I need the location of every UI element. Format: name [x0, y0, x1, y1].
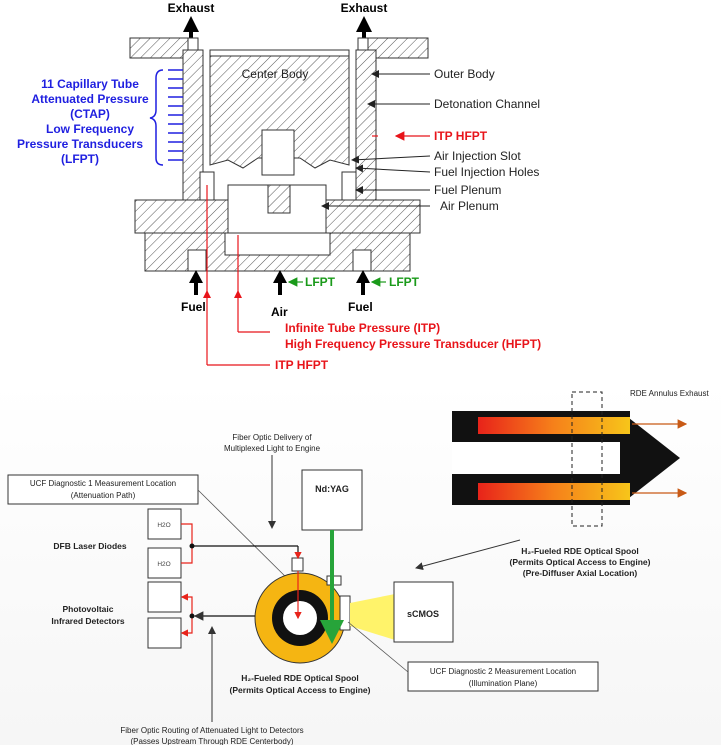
- h2o-label-1: H2O: [157, 522, 170, 529]
- itp-hfpt-bottom-label: ITP HFPT: [275, 358, 329, 372]
- ctap-label-3: (CTAP): [70, 107, 110, 121]
- ucf2-label-2: (Illumination Plane): [469, 679, 538, 688]
- spool-right-label-2: (Permits Optical Access to Engine): [510, 557, 651, 567]
- right-leaders: [321, 70, 431, 210]
- spool-bottom-label-1: H₂-Fueled RDE Optical Spool: [241, 673, 359, 683]
- center-body-label: Center Body: [242, 67, 309, 81]
- itp-label-2: High Frequency Pressure Transducer (HFPT…: [285, 337, 541, 351]
- ucf-diag2-callout: UCF Diagnostic 2 Measurement Location (I…: [347, 621, 599, 692]
- rde-annulus-exhaust-label: RDE Annulus Exhaust: [630, 389, 709, 398]
- fiber-delivery-label-1: Fiber Optic Delivery of: [232, 433, 312, 442]
- itp-lower-arrowhead-1: [203, 290, 211, 298]
- itp-label-1: Infinite Tube Pressure (ITP): [285, 321, 440, 335]
- dfb-laser-2: H2O: [147, 547, 182, 579]
- ucf-diag1-callout: UCF Diagnostic 1 Measurement Location (A…: [7, 474, 297, 588]
- spool-pointer-arrow: [415, 539, 521, 571]
- ucf2-label-1: UCF Diagnostic 2 Measurement Location: [430, 667, 576, 676]
- optical-spool: [254, 557, 351, 664]
- dfb-laser-1: H2O: [147, 508, 182, 540]
- ctap-label-4: Low Frequency: [46, 122, 134, 136]
- fuel-left-label: Fuel: [181, 300, 206, 314]
- center-body: [209, 49, 350, 176]
- h2o-label-2: H2O: [157, 561, 170, 568]
- ndyag-label: Nd:YAG: [315, 484, 349, 494]
- air-plenum-label: Air Plenum: [440, 199, 499, 213]
- ucf1-label-2: (Attenuation Path): [71, 491, 136, 500]
- outer-body-label: Outer Body: [434, 67, 495, 81]
- detector-1: [147, 581, 182, 613]
- pv-label-2: Infrared Detectors: [51, 616, 124, 626]
- detector-split-lines: [180, 593, 193, 637]
- fuel-injection-holes-label: Fuel Injection Holes: [434, 165, 539, 179]
- rde-annulus-sketch: RDE Annulus Exhaust: [452, 389, 709, 527]
- ndyag-box: Nd:YAG: [301, 469, 363, 531]
- itp-lower-arrowhead-2: [234, 290, 242, 298]
- spool-right-label-3: (Pre-Diffuser Axial Location): [523, 568, 638, 578]
- detector-2: [147, 617, 182, 649]
- ucf1-label-1: UCF Diagnostic 1 Measurement Location: [30, 479, 176, 488]
- ctap-ticks: [168, 69, 183, 161]
- dfb-label: DFB Laser Diodes: [53, 541, 126, 551]
- rde-cross-section-panel: 11 Capillary Tube Attenuated Pressure (C…: [16, 1, 542, 372]
- exhaust-left-label: Exhaust: [168, 1, 215, 15]
- lfpt-right-label: LFPT: [389, 275, 420, 289]
- lfpt-left-label: LFPT: [305, 275, 336, 289]
- ctap-label-5: Pressure Transducers: [17, 137, 143, 151]
- fiber-delivery-label-2: Multiplexed Light to Engine: [224, 444, 321, 453]
- ctap-label-6: (LFPT): [61, 152, 99, 166]
- fuel-right-label: Fuel: [348, 300, 373, 314]
- optical-diagnostics-panel: RDE Annulus Exhaust H₂-Fueled RDE Optica…: [0, 382, 721, 745]
- pv-label-1: Photovoltaic: [62, 604, 113, 614]
- fuel-plenum-label: Fuel Plenum: [434, 183, 501, 197]
- ctap-label-1: 11 Capillary Tube: [41, 77, 139, 91]
- ctap-brace: [149, 69, 164, 166]
- scmos-box: sCMOS: [393, 581, 454, 643]
- inlet-arrows: [189, 270, 370, 295]
- scmos-label: sCMOS: [407, 609, 439, 619]
- spool-right-label-1: H₂-Fueled RDE Optical Spool: [521, 546, 639, 556]
- exhaust-right-label: Exhaust: [341, 1, 388, 15]
- optical-diagnostics-diagram: RDE Annulus Exhaust H₂-Fueled RDE Optica…: [7, 389, 709, 745]
- detonation-channel-label: Detonation Channel: [434, 97, 540, 111]
- ctap-group: 11 Capillary Tube Attenuated Pressure (C…: [17, 69, 183, 166]
- spool-bottom-label-2: (Permits Optical Access to Engine): [230, 685, 371, 695]
- rde-cross-section-diagram: 11 Capillary Tube Attenuated Pressure (C…: [17, 1, 541, 372]
- laser-combiner-lines: [181, 523, 193, 564]
- fiber-routing-label-2: (Passes Upstream Through RDE Centerbody): [130, 737, 293, 745]
- air-injection-slot-label: Air Injection Slot: [434, 149, 521, 163]
- illumination-cone: [350, 594, 395, 640]
- air-label: Air: [271, 305, 288, 319]
- outer-body: [182, 49, 377, 201]
- fiber-routing-label-1: Fiber Optic Routing of Attenuated Light …: [120, 726, 303, 735]
- itp-red-lines: [206, 185, 270, 366]
- top-flanges: [129, 37, 429, 59]
- ctap-label-2: Attenuated Pressure: [31, 92, 149, 106]
- base-plates: [134, 171, 421, 272]
- itp-hfpt-right-label: ITP HFPT: [434, 129, 488, 143]
